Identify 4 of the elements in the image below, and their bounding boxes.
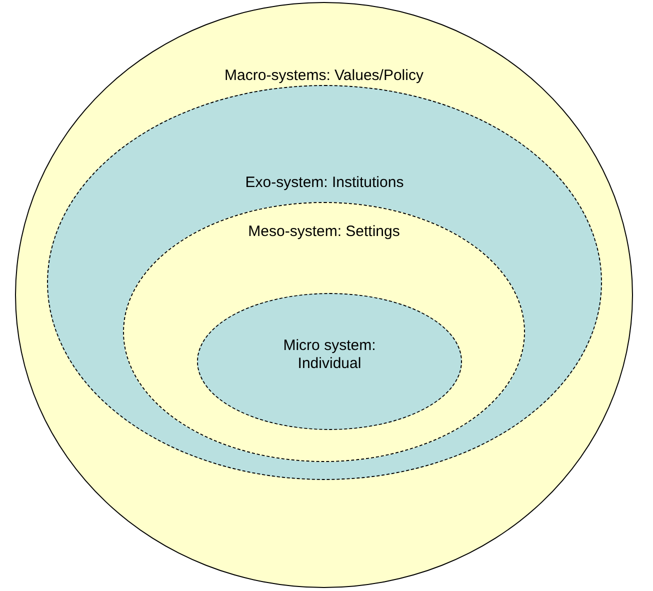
layer-label: Meso-system: Settings bbox=[248, 223, 400, 241]
layer-label: Exo-system: Institutions bbox=[245, 174, 404, 192]
layer-label: Macro-systems: Values/Policy bbox=[224, 67, 424, 85]
layer-label: Micro system: Individual bbox=[282, 337, 377, 373]
